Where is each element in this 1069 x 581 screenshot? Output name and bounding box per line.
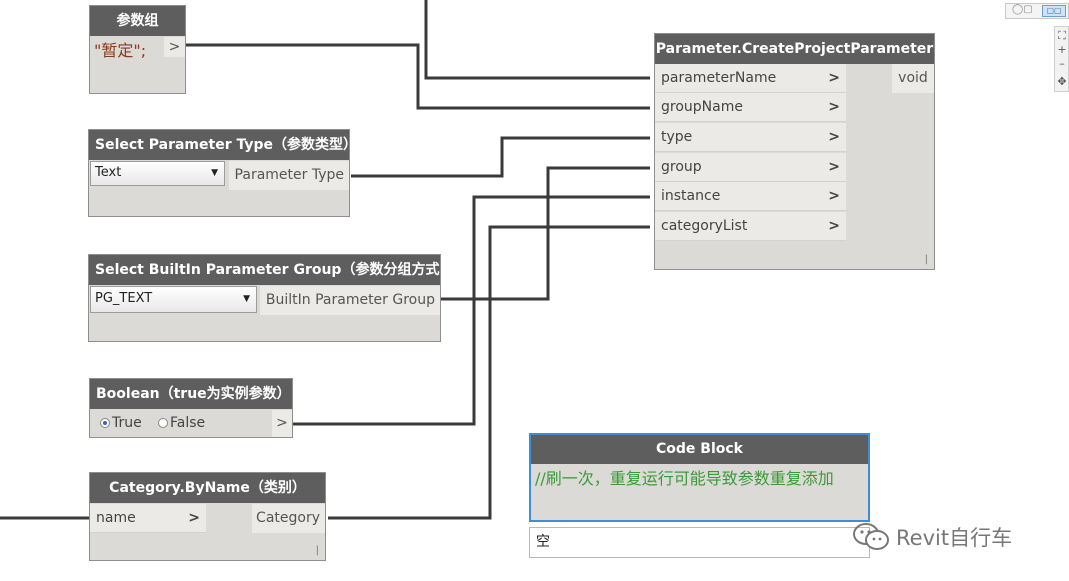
chevron-right-icon: >	[828, 129, 840, 145]
port-label: groupName	[661, 99, 743, 115]
pan-icon[interactable]: ✥	[1057, 75, 1067, 88]
radio-selected-icon	[100, 418, 110, 428]
radio-true-label: True	[112, 415, 142, 431]
port-label: BuiltIn Parameter Group	[265, 292, 435, 308]
node-title: Select BuiltIn Parameter Group（参数分组方式）	[89, 255, 440, 285]
view-toggle[interactable]: ◯▢ ▢▢	[1005, 3, 1069, 19]
port-label: name	[96, 510, 136, 526]
graph-view-icon[interactable]: ▢▢	[1042, 5, 1066, 17]
node-title: 参数组	[90, 6, 185, 36]
geometry-view-icon[interactable]: ◯▢	[1012, 4, 1033, 15]
dropdown-value: PG_TEXT	[95, 291, 153, 306]
node-boolean[interactable]: Boolean（true为实例参数） True False >	[89, 378, 293, 438]
zoom-fit-icon[interactable]: ⛶	[1058, 29, 1066, 42]
output-port-builtin-group[interactable]: BuiltIn Parameter Group	[260, 286, 440, 315]
input-port-instance[interactable]: instance >	[655, 182, 846, 211]
port-label: instance	[661, 188, 721, 204]
node-title: Category.ByName（类别）	[90, 473, 325, 503]
output-port-void[interactable]: void	[892, 64, 934, 93]
zoom-out-icon[interactable]: –	[1059, 57, 1065, 70]
node-title: Parameter.CreateProjectParameter	[655, 34, 934, 64]
radio-false[interactable]: False	[158, 415, 205, 431]
wechat-icon	[853, 523, 889, 550]
chevron-right-icon: >	[828, 99, 840, 115]
code-value[interactable]: "暂定";	[94, 41, 147, 60]
wire-type-to-type	[351, 136, 650, 178]
port-label: group	[661, 159, 702, 175]
chevron-right-icon: >	[828, 218, 840, 234]
node-category-byname[interactable]: Category.ByName（类别） name > Category |	[89, 472, 326, 561]
output-port[interactable]: >	[164, 37, 185, 57]
zoom-controls[interactable]: ⛶ + – ✥	[1054, 26, 1069, 92]
dropdown-value: Text	[95, 165, 122, 180]
radio-false-label: False	[170, 415, 206, 431]
node-select-parameter-type[interactable]: Select Parameter Type（参数类型） Text ▼ Parame…	[88, 129, 350, 217]
input-port-groupname[interactable]: groupName >	[655, 93, 846, 122]
chevron-right-icon: >	[188, 510, 200, 526]
port-label: Category	[256, 510, 320, 526]
input-port-parametername[interactable]: parameterName >	[655, 64, 846, 93]
builtin-group-dropdown[interactable]: PG_TEXT ▼	[90, 286, 257, 313]
watermark-text: Revit自行车	[896, 526, 1013, 550]
radio-unselected-icon	[158, 418, 168, 428]
dropdown-arrow-icon: ▼	[211, 168, 218, 178]
code-block-preview: 空	[529, 527, 870, 558]
resize-grip-icon[interactable]: |	[924, 254, 928, 265]
node-param-group[interactable]: 参数组 "暂定"; >	[89, 5, 186, 94]
port-label: categoryList	[661, 218, 748, 234]
output-port-category[interactable]: Category	[252, 504, 325, 533]
resize-grip-icon[interactable]: |	[315, 545, 319, 556]
chevron-right-icon: >	[828, 159, 840, 175]
node-select-builtin-parameter-group[interactable]: Select BuiltIn Parameter Group（参数分组方式） P…	[88, 254, 441, 342]
input-port-name[interactable]: name >	[90, 504, 206, 533]
output-chevron: >	[276, 415, 288, 431]
input-port-group[interactable]: group >	[655, 153, 846, 182]
watermark: Revit自行车	[852, 519, 1012, 555]
radio-true[interactable]: True	[100, 415, 142, 431]
chevron-right-icon: >	[828, 70, 840, 86]
zoom-in-icon[interactable]: +	[1057, 43, 1067, 56]
output-port[interactable]: >	[272, 410, 292, 437]
wire-builtin-to-group	[441, 166, 650, 301]
code-editor[interactable]: //刷一次，重复运行可能导致参数重复添加	[535, 469, 834, 488]
dropdown-arrow-icon: ▼	[243, 294, 250, 304]
port-label: Parameter Type	[234, 167, 344, 183]
port-label: parameterName	[661, 70, 777, 86]
wire-to-parametername	[424, 0, 650, 80]
input-port-type[interactable]: type >	[655, 123, 846, 152]
wire-paramgroup-to-groupname	[186, 43, 650, 110]
preview-value: 空	[536, 534, 550, 550]
port-label: void	[898, 70, 928, 86]
node-title: Code Block	[531, 435, 868, 464]
output-port-parameter-type[interactable]: Parameter Type	[229, 161, 349, 190]
parameter-type-dropdown[interactable]: Text ▼	[90, 161, 225, 186]
input-port-categorylist[interactable]: categoryList >	[655, 212, 846, 241]
port-label: type	[661, 129, 693, 145]
node-create-project-parameter[interactable]: Parameter.CreateProjectParameter paramet…	[654, 33, 935, 270]
output-chevron: >	[168, 39, 181, 55]
chevron-right-icon: >	[828, 188, 840, 204]
node-code-block[interactable]: Code Block //刷一次，重复运行可能导致参数重复添加	[529, 433, 870, 522]
node-title: Select Parameter Type（参数类型）	[89, 130, 349, 160]
node-title: Boolean（true为实例参数）	[90, 379, 292, 409]
